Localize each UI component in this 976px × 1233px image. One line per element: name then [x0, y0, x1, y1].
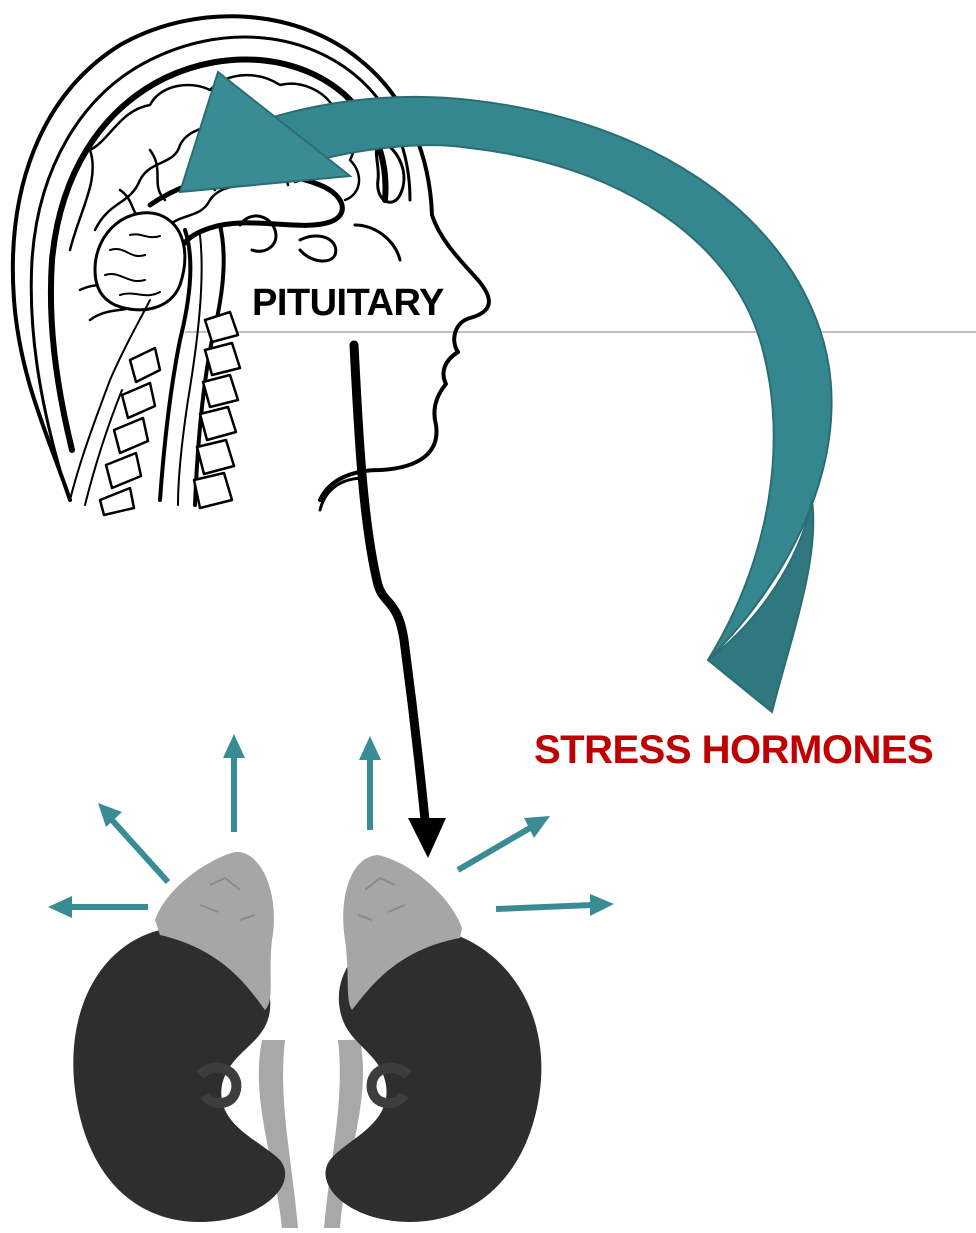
hormone-arrow-right — [496, 894, 614, 916]
hormone-arrow-left — [48, 896, 148, 918]
stress-hormones-label: STRESS HORMONES — [534, 728, 933, 773]
head-icon — [13, 16, 489, 515]
hormone-arrow-up-1 — [223, 734, 245, 832]
hormone-arrow-upper-left — [98, 803, 168, 882]
hormone-release-arrows — [48, 734, 614, 918]
hormone-arrow-upper-right — [458, 816, 550, 870]
feedback-arrow — [180, 72, 832, 712]
hormone-arrow-up-2 — [359, 736, 381, 830]
pituitary-label: PITUITARY — [252, 282, 444, 325]
